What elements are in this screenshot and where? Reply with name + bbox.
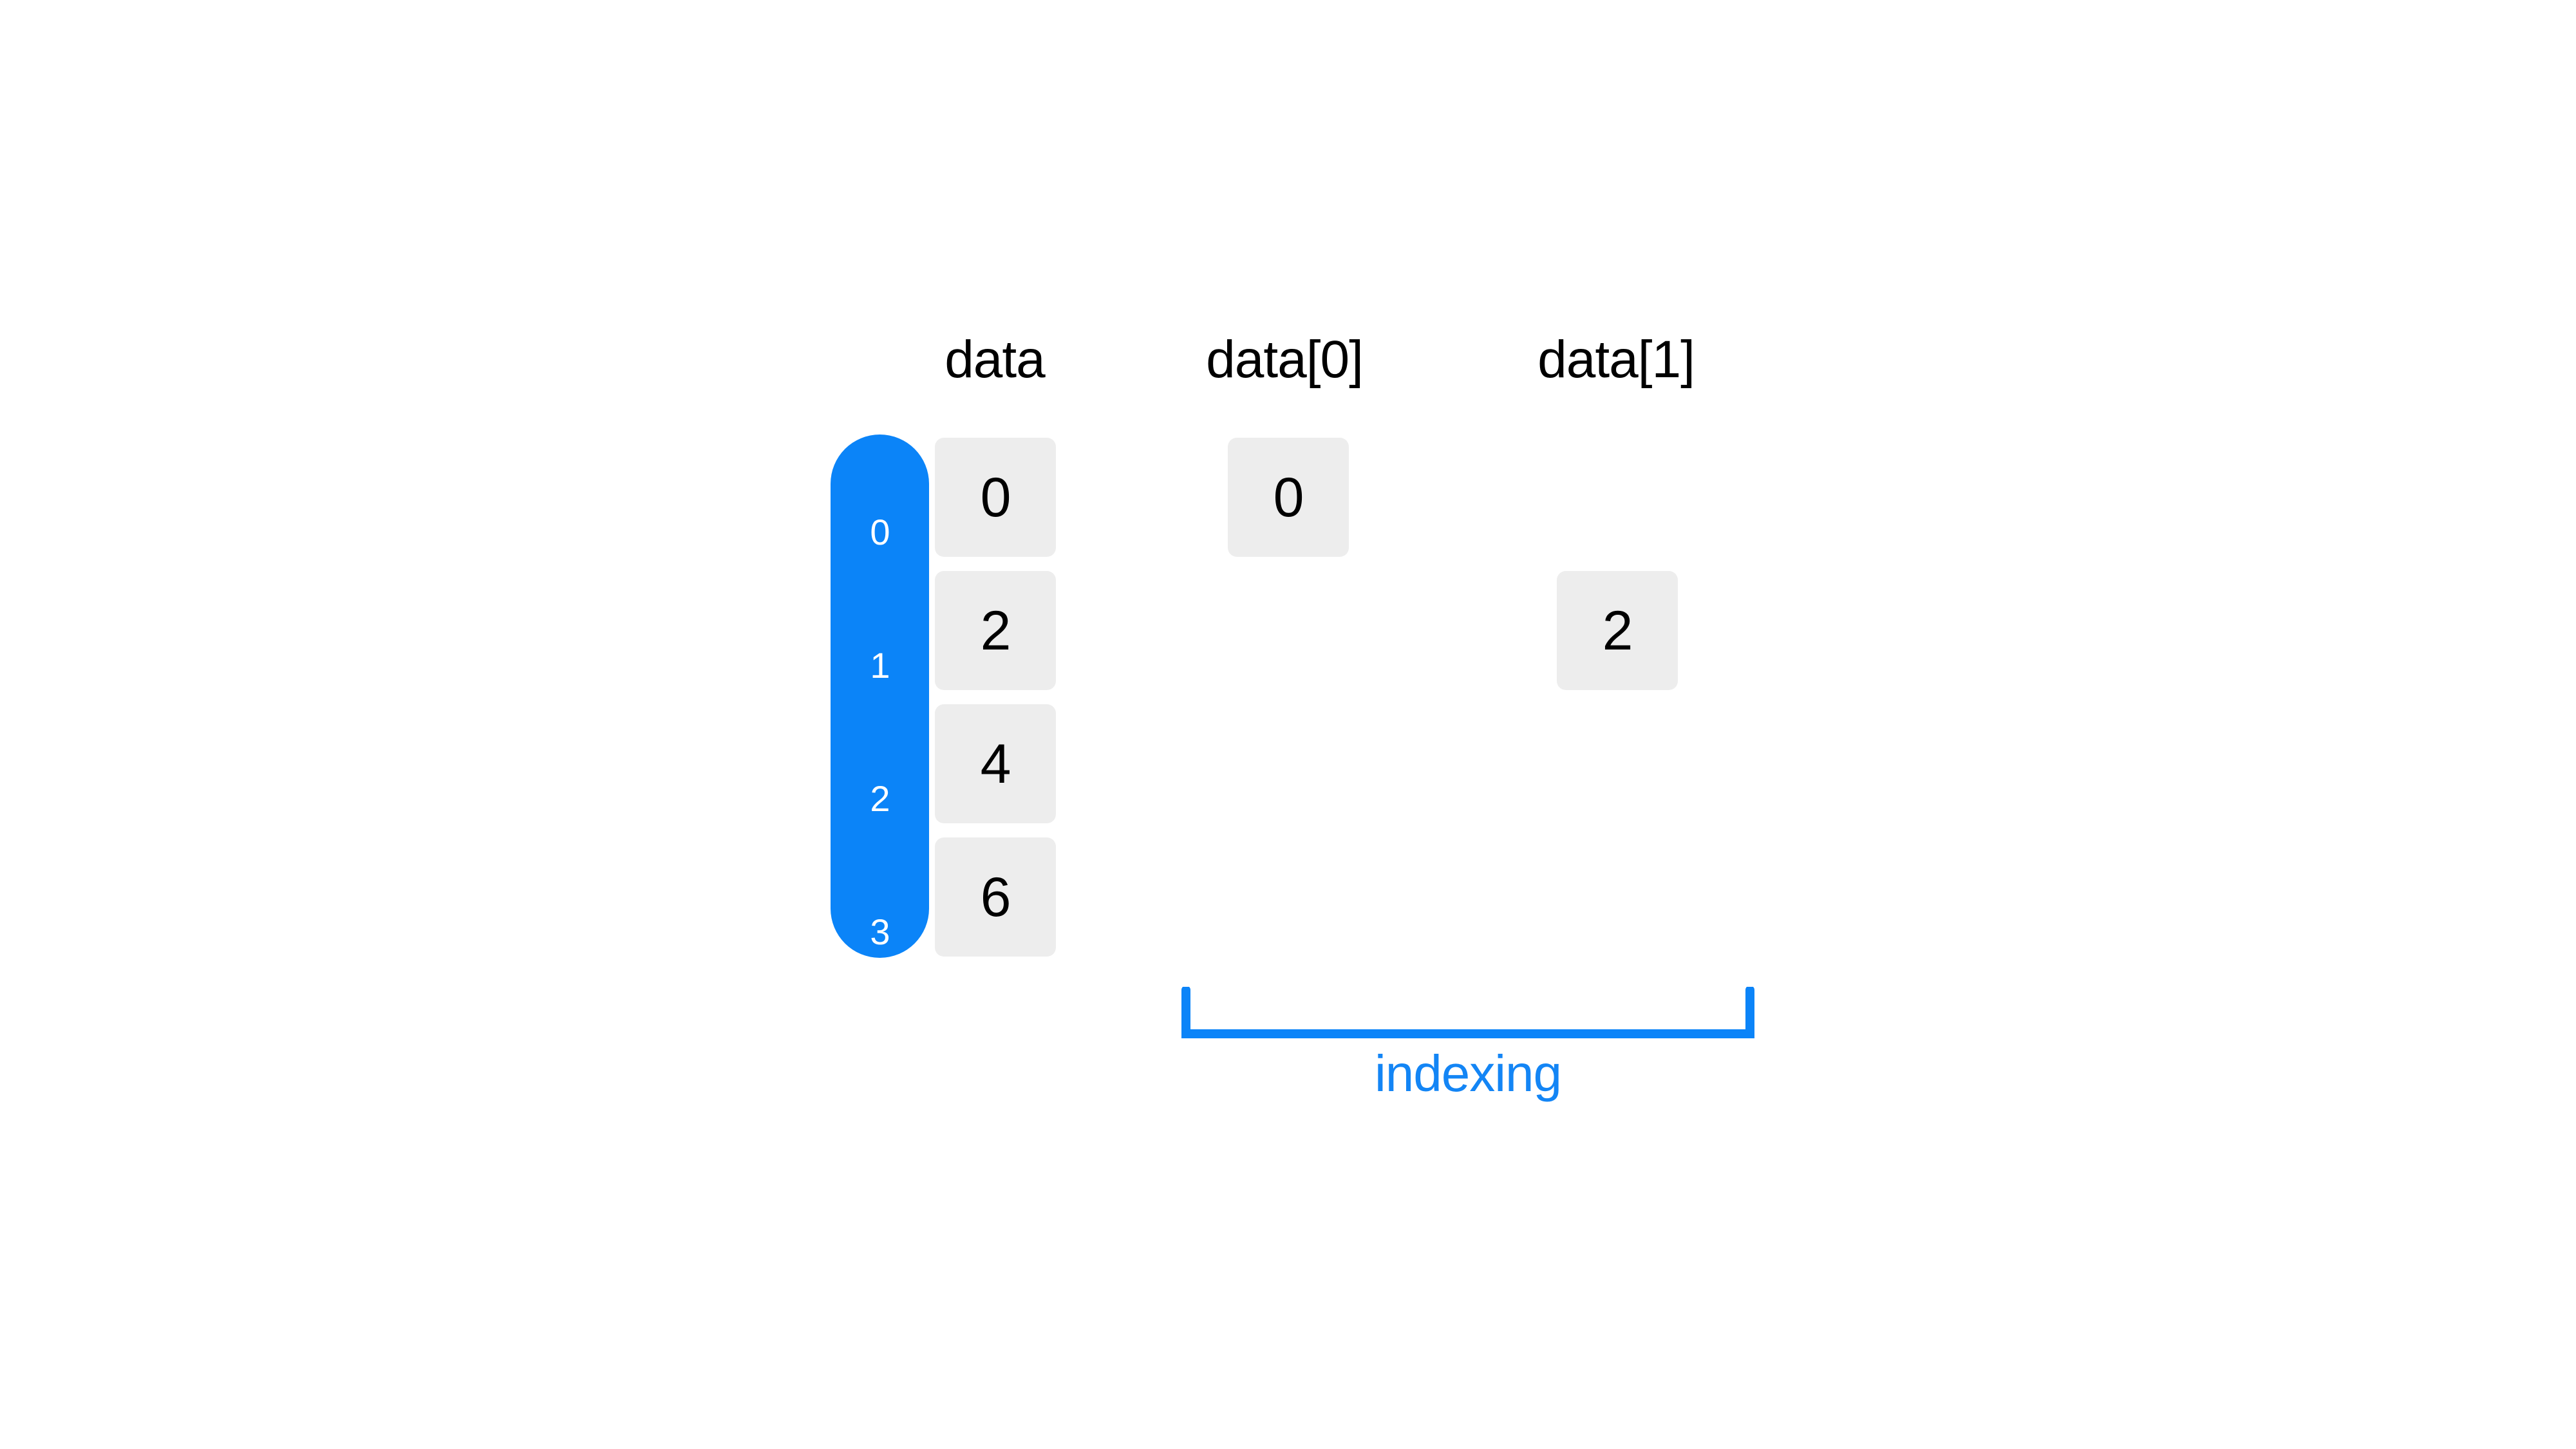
index-label-0: 0 xyxy=(870,512,890,552)
index-label-1: 1 xyxy=(870,645,890,686)
index-label-2: 2 xyxy=(870,778,890,819)
index-column-pill: 3 2 1 0 xyxy=(831,435,929,958)
array-cell-value-3: 6 xyxy=(980,866,1011,928)
column-header-data-0: data[0] xyxy=(1206,330,1364,389)
result-cell-data-0: 0 xyxy=(1228,438,1349,557)
array-cell-value-0: 0 xyxy=(980,466,1011,528)
column-header-data-1: data[1] xyxy=(1537,330,1695,389)
u-bracket-icon xyxy=(1181,987,1754,1038)
array-cell-1: 2 xyxy=(935,571,1056,690)
array-cell-0: 0 xyxy=(935,438,1056,557)
array-cell-2: 4 xyxy=(935,704,1056,823)
array-cell-value-1: 2 xyxy=(980,599,1011,662)
array-cell-value-2: 4 xyxy=(980,733,1011,795)
result-value-data-0: 0 xyxy=(1273,466,1304,528)
result-value-data-1: 2 xyxy=(1602,599,1633,662)
result-cell-data-1: 2 xyxy=(1557,571,1678,690)
bracket-label-indexing: indexing xyxy=(1374,1045,1562,1102)
index-label-3: 3 xyxy=(870,911,890,952)
column-header-data: data xyxy=(945,330,1046,389)
array-cell-3: 6 xyxy=(935,837,1056,957)
